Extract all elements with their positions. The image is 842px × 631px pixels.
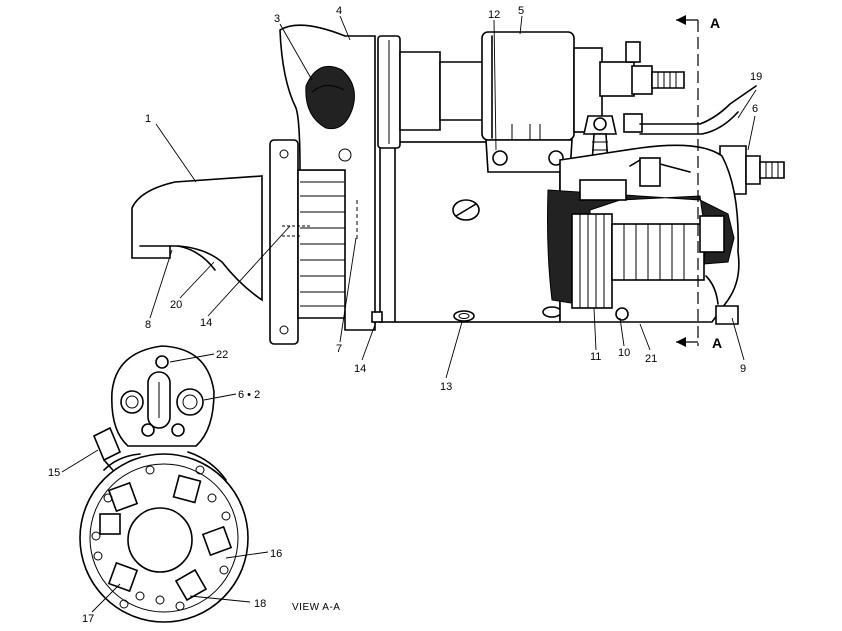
callout-22: 22	[216, 349, 228, 361]
callout-4: 4	[336, 5, 342, 17]
rubber-plug	[305, 66, 355, 130]
callout-20: 20	[170, 299, 182, 311]
view-a-a-end-view	[79, 345, 249, 623]
callout-14-bottom: 14	[354, 363, 366, 375]
callout-15: 15	[48, 467, 60, 479]
callout-14-left: 14	[200, 317, 212, 329]
callout-6: 6	[752, 103, 758, 115]
callout-11: 11	[590, 351, 601, 363]
callout-21: 21	[645, 353, 657, 365]
section-mark-a-top: A	[710, 15, 720, 31]
drive-housing-nose	[131, 175, 263, 302]
starter-assembly	[131, 24, 785, 345]
section-mark-a-bottom: A	[712, 335, 722, 351]
callout-7: 7	[336, 343, 342, 355]
callout-1: 1	[145, 113, 151, 125]
callout-16: 16	[270, 548, 282, 560]
callout-13: 13	[440, 381, 452, 393]
callout-9: 9	[740, 363, 746, 375]
solenoid	[399, 31, 685, 173]
view-label: VIEW A-A	[292, 602, 340, 613]
callout-17: 17	[82, 613, 94, 625]
connector-strap	[639, 85, 757, 125]
section-line-a-a	[676, 15, 699, 347]
callout-18: 18	[254, 598, 266, 610]
callout-8: 8	[145, 319, 151, 331]
brush-holders	[99, 474, 233, 602]
callout-12: 12	[488, 9, 500, 21]
callout-10: 10	[618, 347, 630, 359]
callout-5: 5	[518, 5, 524, 17]
mounting-flange	[269, 139, 299, 345]
leader-lines	[61, 15, 757, 613]
callout-3: 3	[274, 13, 280, 25]
callout-labels: 1 3 4 12 5 19 6 8 20 14 7 14 13 11 10 21…	[48, 5, 762, 625]
callout-19: 19	[750, 71, 762, 83]
callout-6-2: 6 • 2	[238, 389, 260, 401]
